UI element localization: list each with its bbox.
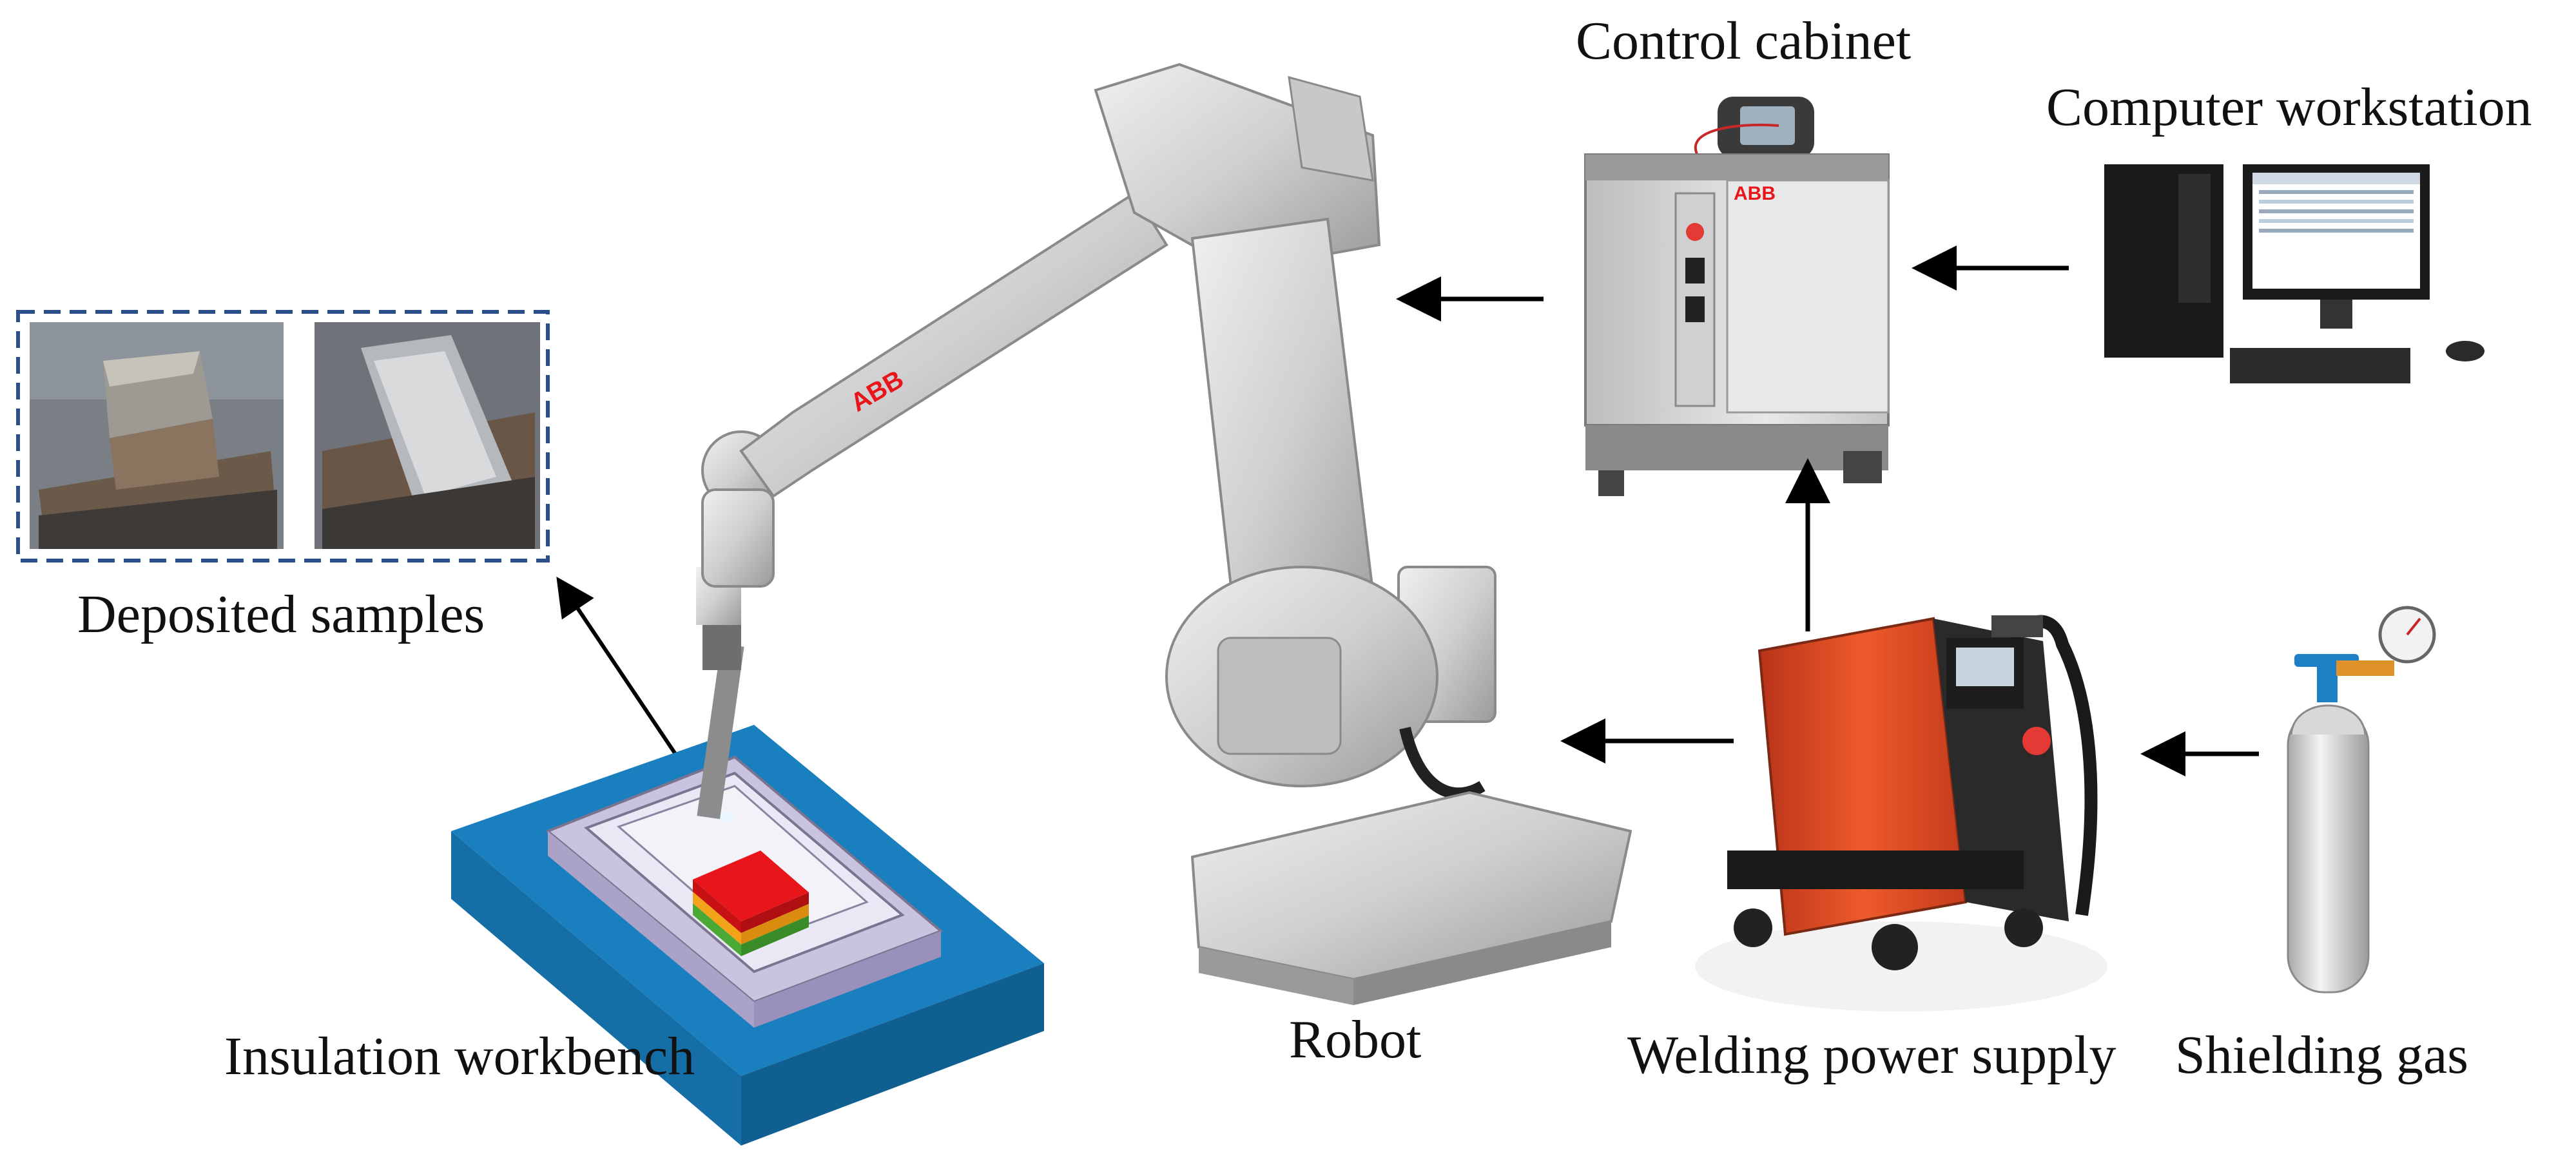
robot: ABB bbox=[696, 62, 1632, 1005]
samples-dashed-border bbox=[16, 310, 550, 562]
deposited-samples-panel bbox=[16, 310, 550, 562]
control-cabinet: ABB bbox=[1584, 97, 1890, 496]
cabinet-logo: ABB bbox=[1734, 183, 1776, 204]
insulation-workbench bbox=[451, 725, 1044, 1146]
shielding-gas-cylinder bbox=[2287, 606, 2436, 994]
deposit-block bbox=[693, 812, 809, 956]
label-deposited-samples: Deposited samples bbox=[77, 584, 485, 644]
computer-workstation bbox=[2104, 164, 2484, 383]
welding-power-supply bbox=[1695, 615, 2107, 1012]
label-welding-power-supply: Welding power supply bbox=[1627, 1025, 2116, 1085]
label-robot: Robot bbox=[1289, 1010, 1422, 1070]
label-computer-workstation: Computer workstation bbox=[2046, 77, 2532, 137]
label-insulation-workbench: Insulation workbench bbox=[224, 1026, 695, 1086]
label-shielding-gas: Shielding gas bbox=[2175, 1025, 2468, 1085]
sample-photo-1 bbox=[30, 322, 284, 549]
sample-photo-2 bbox=[315, 322, 540, 549]
label-control-cabinet: Control cabinet bbox=[1576, 11, 1912, 71]
